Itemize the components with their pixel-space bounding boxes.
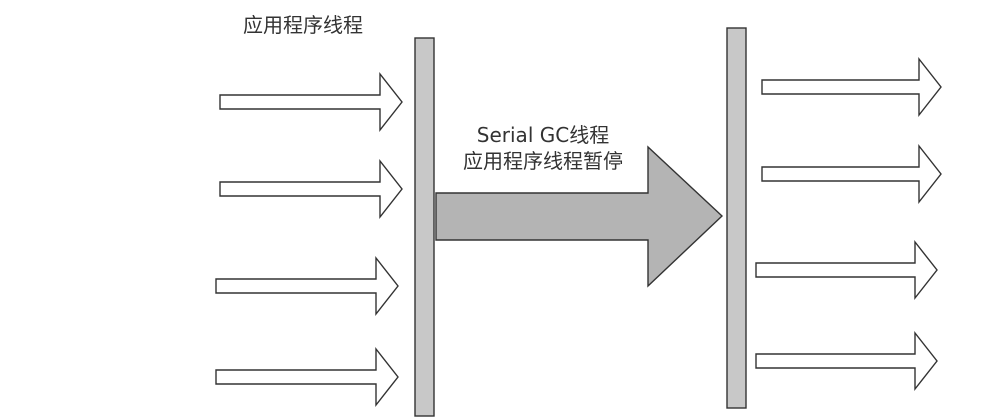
right-safepoint-barrier	[726, 27, 747, 409]
gc-thread-label: Serial GC线程	[477, 123, 609, 147]
left-safepoint-barrier	[414, 37, 435, 417]
incoming-thread-arrow-1	[219, 71, 403, 133]
serial-gc-thread-arrow	[435, 145, 724, 288]
outgoing-thread-arrow-3	[755, 239, 938, 301]
outgoing-thread-arrow-4	[755, 330, 938, 392]
outgoing-thread-arrow-2	[761, 143, 942, 205]
incoming-thread-arrow-3	[215, 255, 399, 317]
application-threads-title: 应用程序线程	[243, 13, 363, 37]
outgoing-thread-arrow-1	[761, 56, 942, 118]
incoming-thread-arrow-2	[219, 158, 403, 220]
incoming-thread-arrow-4	[215, 346, 399, 408]
threads-paused-label: 应用程序线程暂停	[463, 149, 623, 173]
